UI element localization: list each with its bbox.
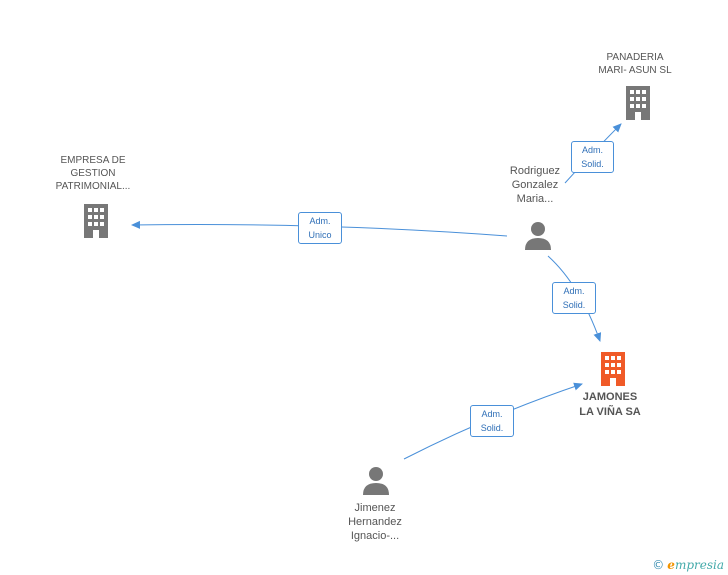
edge-label-line: Adm. [481, 409, 503, 419]
node-label-line: LA VIÑA SA [579, 406, 641, 418]
edge-label-line: Unico [308, 230, 332, 240]
node-label-line: Ignacio-... [350, 530, 400, 542]
edge-label-line: Solid. [581, 159, 604, 169]
node-label-empresa-gestion[interactable]: EMPRESA DE GESTION PATRIMONIAL... [38, 154, 148, 193]
person-icon-rodriguez[interactable] [523, 220, 553, 250]
node-label-line: EMPRESA DE [60, 155, 126, 166]
edge-label-line: Solid. [562, 300, 586, 310]
node-label-line: Maria... [516, 193, 554, 205]
brand-logo-text: mpresia [674, 558, 724, 572]
node-label-line: Hernandez [348, 516, 402, 528]
person-icon-jimenez[interactable] [361, 465, 391, 495]
building-icon-panaderia[interactable] [622, 86, 654, 120]
node-label-line: JAMONES [582, 391, 638, 403]
building-icon-empresa-gestion[interactable] [80, 204, 112, 238]
node-label-line: Rodriguez [509, 165, 561, 177]
node-label-jimenez[interactable]: Jimenez Hernandez Ignacio-... [325, 501, 425, 543]
node-label-rodriguez[interactable]: Rodriguez Gonzalez Maria... [485, 164, 585, 206]
brand-logo-e: e [667, 558, 675, 572]
edge-label-jim-jamones[interactable]: Adm. Solid. [470, 405, 514, 437]
building-icon-jamones[interactable] [597, 352, 629, 386]
node-label-line: PATRIMONIAL... [55, 181, 131, 192]
edge-label-rod-panaderia[interactable]: Adm. Solid. [571, 141, 614, 173]
node-label-line: Gonzalez [511, 179, 559, 191]
edge-label-rod-jamones[interactable]: Adm. Solid. [552, 282, 596, 314]
node-label-line: MARI- ASUN SL [598, 65, 672, 76]
edge-label-rod-empresa[interactable]: Adm. Unico [298, 212, 342, 244]
edge-label-line: Adm. [581, 145, 603, 155]
copyright-icon: © [652, 558, 665, 572]
node-label-panaderia[interactable]: PANADERIA MARI- ASUN SL [580, 51, 690, 77]
node-label-line: Jimenez [354, 502, 396, 514]
edge-label-line: Solid. [480, 423, 504, 433]
node-label-jamones[interactable]: JAMONES LA VIÑA SA [560, 390, 660, 420]
edge-label-line: Adm. [563, 286, 585, 296]
brand-footer: ©empresia [652, 558, 724, 572]
node-label-line: GESTION [70, 168, 116, 179]
node-label-line: PANADERIA [606, 52, 664, 63]
edge-label-line: Adm. [309, 216, 331, 226]
